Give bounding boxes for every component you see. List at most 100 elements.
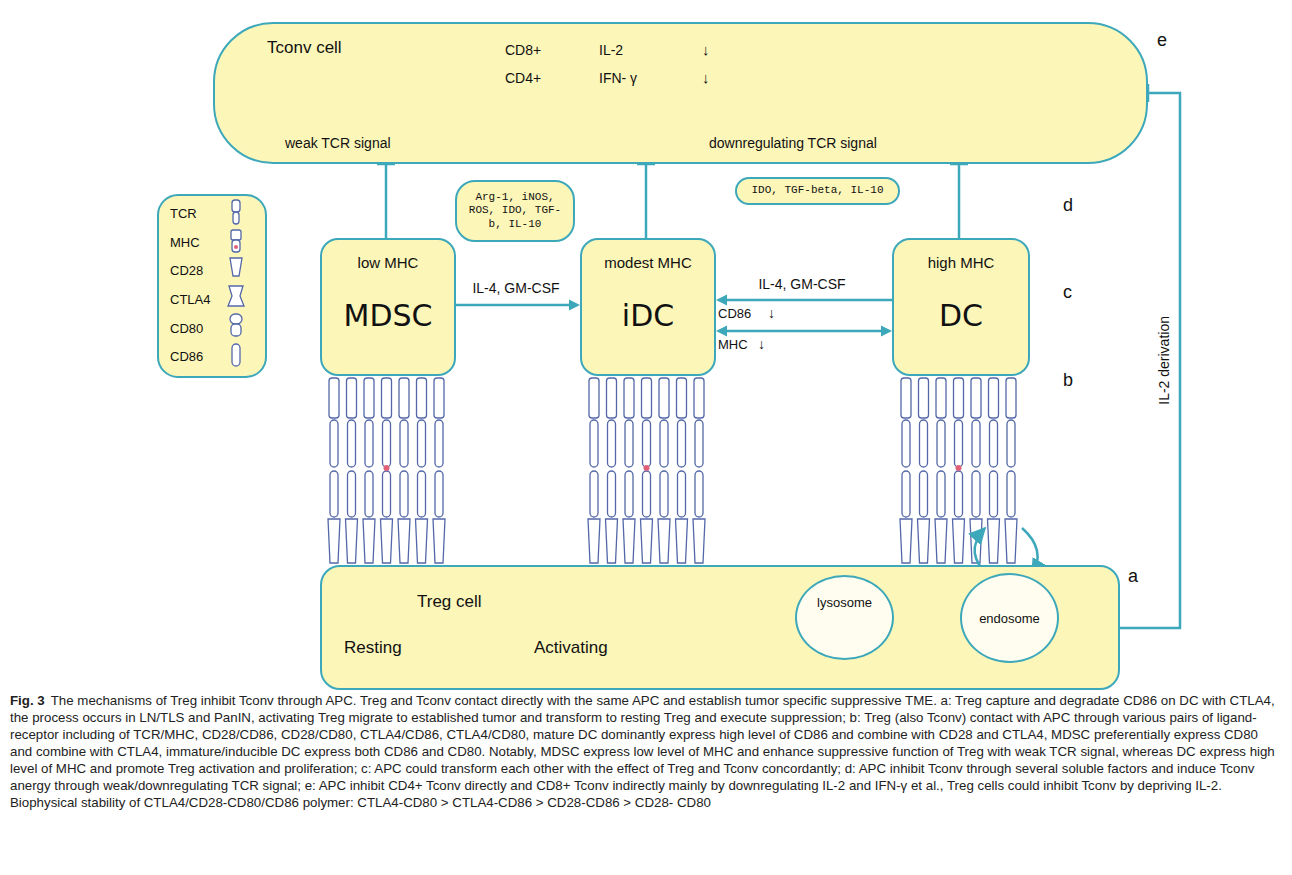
drawing-part (1006, 378, 1016, 418)
drawing-part (330, 420, 338, 467)
node-text: IL-2 (599, 42, 623, 59)
drawing-part (416, 519, 428, 563)
panel-letter: a (1128, 566, 1138, 588)
connector-line (958, 164, 961, 238)
drawing-part (417, 378, 427, 418)
drawing-part (365, 471, 373, 517)
drawing-part (936, 378, 946, 418)
figure-caption: Fig. 3The mechanisms of Treg inhibit Tco… (10, 692, 1282, 811)
drawing-part (644, 465, 650, 471)
node-text: high MHC (894, 254, 1028, 272)
change-note: MHC (718, 337, 748, 353)
edge-label: IL-2 derivation (1156, 314, 1173, 407)
inhibition-connector (377, 164, 395, 238)
drawing-part (678, 420, 686, 467)
drawing-part (230, 258, 242, 276)
drawing-part (232, 240, 240, 252)
drawing-part (435, 420, 443, 467)
drawing-part (384, 465, 390, 471)
drawing-part (363, 519, 375, 563)
drawing-part (954, 378, 964, 418)
change-note: ↓ (768, 305, 775, 322)
node-text: endosome (962, 611, 1057, 627)
drawing-part (659, 378, 669, 418)
drawing-part (348, 471, 356, 517)
soluble-factor-bubble: Arg-1, iNOS, ROS, IDO, TGF-b, IL-10 (455, 180, 575, 242)
drawing-part (435, 471, 443, 517)
drawing-part (953, 519, 965, 563)
node-text: iDC (582, 298, 714, 334)
mdsc-box: low MHCMDSC (320, 238, 456, 376)
drawing-part (623, 519, 635, 563)
node-text: ↓ (702, 41, 710, 59)
legend-text: CD28 (170, 263, 203, 279)
drawing-part (233, 212, 239, 224)
drawing-part (608, 420, 616, 467)
change-note: ↓ (758, 336, 765, 353)
drawing-part (678, 471, 686, 517)
node-text: IFN- γ (599, 70, 637, 87)
drawing-part (900, 519, 912, 563)
drawing-part (234, 245, 238, 249)
drawing-part (230, 314, 242, 324)
drawing-part (365, 420, 373, 467)
drawing-part (1005, 519, 1017, 563)
connector-line (385, 164, 388, 238)
legend-text: CTLA4 (170, 292, 210, 308)
drawing-part (695, 471, 703, 517)
drawing-part (988, 519, 1000, 563)
drawing-part (418, 471, 426, 517)
legend-text: TCR (170, 206, 197, 222)
drawing-part (1007, 420, 1015, 467)
drawing-part (919, 378, 929, 418)
drawing-part (693, 519, 705, 563)
drawing-part (588, 519, 600, 563)
connector-line (1120, 93, 1180, 628)
drawing-part (228, 286, 244, 306)
drawing-part (643, 471, 651, 517)
arrow-connector (716, 326, 892, 337)
node-text: weak TCR signal (285, 135, 391, 152)
legend-text: CD86 (170, 349, 203, 365)
dc-box: high MHCDC (892, 238, 1030, 376)
node-text: CD4+ (505, 70, 541, 87)
connector-line (645, 164, 648, 238)
drawing-part (902, 420, 910, 467)
inhibition-connector (637, 164, 655, 238)
panel-letter: c (1063, 282, 1072, 304)
node-text: Arg-1, iNOS, ROS, IDO, TGF-b, IL-10 (465, 191, 565, 231)
edge-label: IL-4, GM-CSF (756, 276, 847, 293)
edge-label: IL-4, GM-CSF (470, 280, 561, 297)
drawing-part (590, 471, 598, 517)
drawing-part (972, 420, 980, 467)
legend-icons (228, 200, 244, 366)
node-text: Resting (344, 638, 402, 658)
node-text: Activating (534, 638, 608, 658)
drawing-part (383, 471, 391, 517)
arrow-connector (716, 295, 892, 306)
change-note: CD86 (718, 306, 751, 322)
drawing-part (382, 378, 392, 418)
arrow-head (716, 295, 727, 306)
panel-letter: b (1063, 370, 1073, 392)
drawing-part (329, 378, 339, 418)
drawing-part (990, 471, 998, 517)
legend-text: CD80 (170, 321, 203, 337)
drawing-part (920, 471, 928, 517)
drawing-part (660, 420, 668, 467)
drawing-part (643, 420, 651, 467)
drawing-part (955, 420, 963, 467)
node-text: downregulating TCR signal (709, 135, 877, 152)
drawing-part (695, 420, 703, 467)
drawing-part (901, 378, 911, 418)
connector-line (725, 299, 892, 302)
panel-letter: e (1157, 30, 1167, 52)
drawing-part (642, 378, 652, 418)
drawing-part (918, 519, 930, 563)
drawing-part (433, 519, 445, 563)
drawing-part (660, 471, 668, 517)
legend-box (158, 195, 266, 377)
figure-number: Fig. 3 (10, 693, 45, 708)
drawing-part (956, 465, 962, 471)
